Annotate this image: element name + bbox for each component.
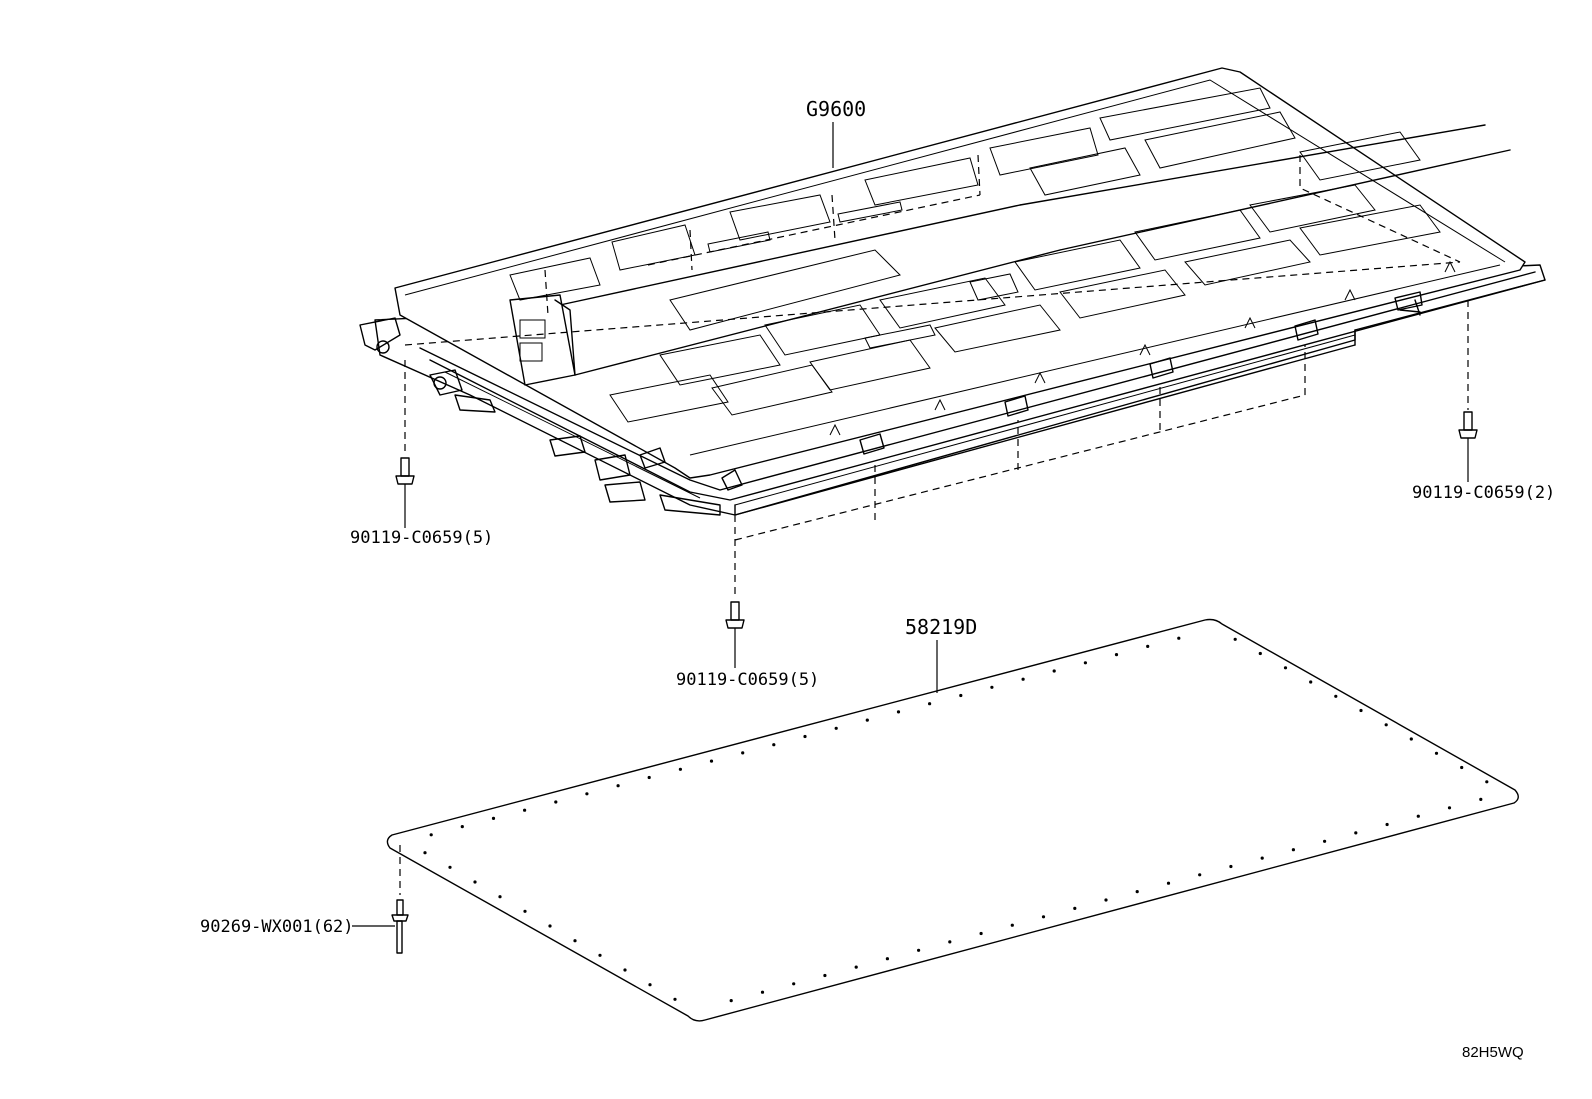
rivet-hole bbox=[523, 909, 527, 913]
rivet-hole bbox=[1021, 677, 1025, 681]
battery-pack-assembly bbox=[359, 67, 1546, 541]
rivet-hole bbox=[1114, 653, 1119, 657]
rivet-hole bbox=[885, 957, 890, 961]
rivet-hole bbox=[928, 702, 932, 706]
rivet-hole bbox=[854, 965, 858, 969]
rivet-hole bbox=[1146, 644, 1150, 649]
rivet-hole bbox=[473, 880, 477, 884]
rivet-hole bbox=[1198, 873, 1202, 877]
rivet-hole bbox=[1166, 881, 1171, 885]
rivet-hole bbox=[741, 751, 745, 755]
rivet-hole bbox=[573, 939, 577, 943]
rivet-hole bbox=[1354, 831, 1358, 835]
rivet-hole bbox=[1010, 923, 1014, 927]
rivet-hole bbox=[1291, 848, 1295, 852]
rivet-hole bbox=[1260, 856, 1264, 860]
rivet-hole bbox=[616, 784, 620, 788]
rivet-hole bbox=[1083, 661, 1087, 665]
rivet-hole bbox=[729, 999, 733, 1003]
bolt-right bbox=[1458, 300, 1478, 482]
rivet-hole bbox=[1334, 694, 1338, 698]
label-bolt-left: 90119-C0659(5) bbox=[350, 528, 493, 548]
label-bolt-right: 90119-C0659(2) bbox=[1412, 483, 1555, 503]
rivet-hole bbox=[1041, 915, 1046, 919]
rivet-hole bbox=[760, 990, 765, 994]
rivet-hole bbox=[772, 743, 776, 747]
rivet-hole bbox=[423, 851, 427, 855]
rivet-hole bbox=[1052, 669, 1056, 673]
rivet-hole bbox=[1177, 636, 1181, 640]
label-battery-assembly: G9600 bbox=[806, 97, 866, 121]
rivet-hole bbox=[1434, 751, 1439, 755]
rivet-hole bbox=[1309, 680, 1313, 684]
rivet-hole bbox=[1233, 637, 1237, 641]
rivet-hole bbox=[647, 775, 651, 780]
illustration-code: 82H5WQ bbox=[1462, 1044, 1524, 1061]
rivet-hole bbox=[1073, 906, 1077, 911]
cover-plate bbox=[386, 618, 1519, 1022]
rivet-hole bbox=[554, 800, 558, 804]
rivet-hole bbox=[673, 997, 677, 1001]
rivet-hole bbox=[1384, 723, 1388, 727]
rivet-hole bbox=[1409, 737, 1413, 741]
rivet-hole bbox=[648, 983, 652, 987]
rivet-hole bbox=[498, 895, 502, 899]
rivet-hole bbox=[448, 865, 452, 869]
rivet-hole bbox=[959, 693, 963, 698]
rivet-hole bbox=[792, 982, 796, 986]
rivet-hole bbox=[917, 948, 921, 952]
rivet-hole bbox=[1479, 797, 1483, 802]
rivet-hole bbox=[896, 710, 901, 714]
rivet-hole bbox=[548, 924, 552, 928]
rivet-hole bbox=[709, 759, 714, 763]
rivet-holes bbox=[423, 636, 1489, 1003]
rivet-hole bbox=[979, 931, 983, 936]
rivet-hole bbox=[1104, 898, 1108, 902]
rivet-hole bbox=[491, 816, 496, 821]
rivet-hole bbox=[1258, 651, 1262, 656]
rivet-hole bbox=[1323, 839, 1327, 843]
rivet-hole bbox=[429, 833, 433, 837]
rivet-hole bbox=[1283, 666, 1288, 670]
rivet-hole bbox=[523, 808, 527, 812]
bolt-center bbox=[725, 515, 745, 668]
rivet-hole bbox=[1447, 806, 1452, 810]
rivet-hole bbox=[803, 734, 807, 739]
rivet-hole bbox=[1485, 780, 1489, 784]
rivet-hole bbox=[1229, 864, 1233, 869]
label-rivet: 90269-WX001(62) bbox=[200, 917, 354, 937]
rivet-hole bbox=[834, 726, 838, 730]
label-bolt-center: 90119-C0659(5) bbox=[676, 670, 819, 690]
rivet-hole bbox=[990, 685, 994, 689]
rivet-hole bbox=[1135, 890, 1139, 894]
rivet-hole bbox=[948, 940, 952, 944]
rivet-hole bbox=[1359, 708, 1363, 713]
rivet-hole bbox=[598, 953, 602, 957]
rivet-hole bbox=[623, 968, 627, 972]
rivet-hole bbox=[1385, 822, 1389, 827]
rivet-hole bbox=[678, 767, 683, 771]
rivet-hole bbox=[1416, 814, 1420, 818]
rivet-hole bbox=[823, 973, 827, 978]
bolt-left bbox=[395, 360, 415, 528]
rivet-hole bbox=[1460, 765, 1464, 770]
label-cover-plate: 58219D bbox=[905, 615, 977, 639]
rivet-hole bbox=[585, 792, 589, 796]
rivet-hole bbox=[865, 718, 869, 722]
rivet bbox=[352, 845, 409, 954]
rivet-hole bbox=[460, 825, 464, 829]
